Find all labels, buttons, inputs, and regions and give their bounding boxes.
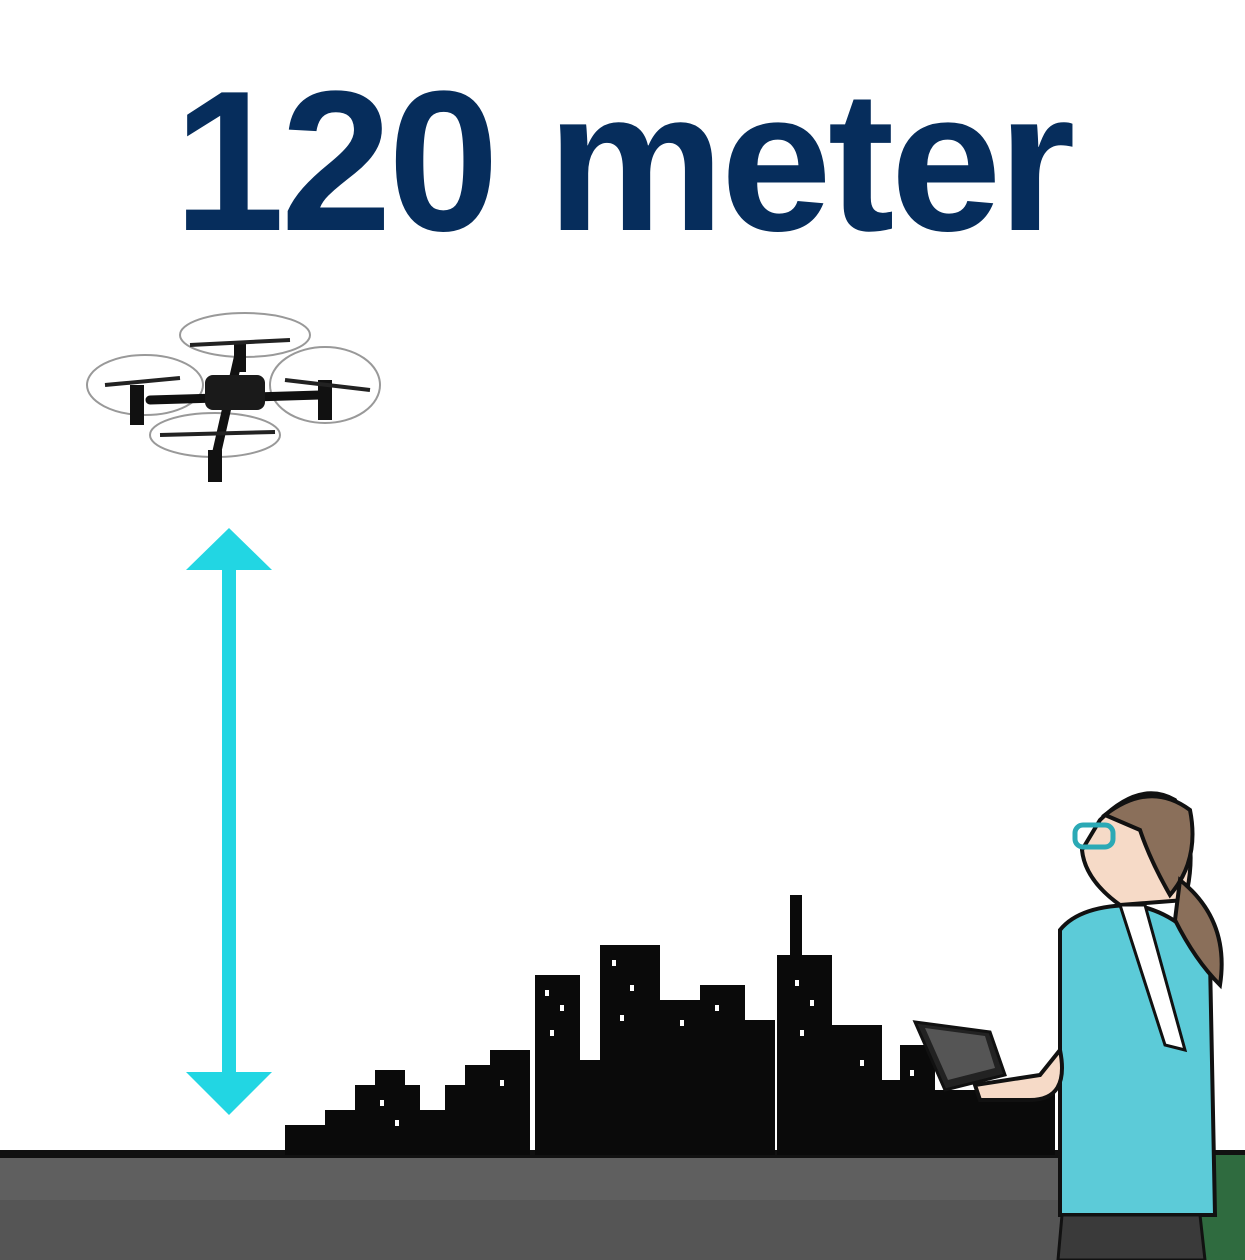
drone-pilot-figure — [912, 791, 1224, 1260]
height-title: 120 meter — [173, 50, 1076, 273]
drone-icon — [86, 312, 381, 482]
ground — [0, 1150, 1245, 1260]
city-skyline — [285, 895, 1055, 1155]
height-arrow-icon — [186, 528, 272, 1115]
remote-controller — [912, 1020, 1007, 1092]
